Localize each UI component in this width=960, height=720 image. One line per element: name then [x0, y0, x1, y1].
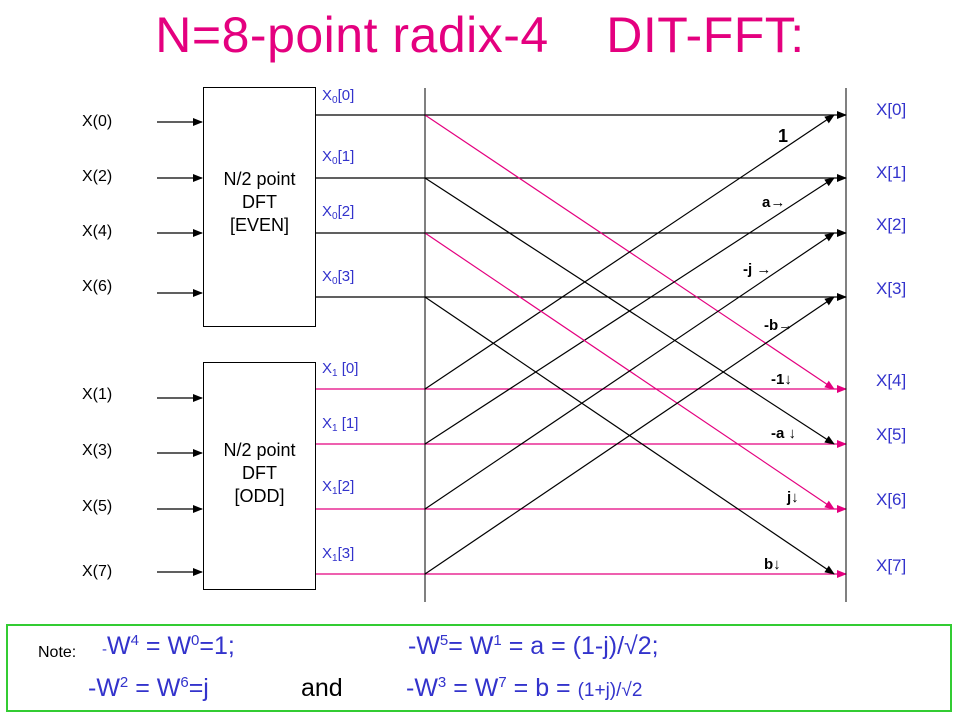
note-eq-w5: -W5= W1 = a = (1-j)/√2; — [408, 632, 659, 660]
even-dft-output-label: X0[2] — [322, 203, 355, 222]
even-dft-output-label: X0[1] — [322, 148, 355, 167]
dft-box-odd: N/2 point DFT [ODD] — [203, 362, 316, 590]
input-label: X(1) — [82, 386, 113, 403]
fft-output-label: X[5] — [876, 425, 907, 444]
box-even-line2: DFT — [242, 192, 277, 212]
twiddle-label: 1 — [778, 126, 789, 146]
twiddle-label: -b→ — [764, 317, 794, 334]
butterfly-cross-line — [424, 296, 835, 575]
fft-output-label: X[0] — [876, 100, 907, 119]
butterfly-lines — [314, 111, 847, 578]
note-eq-w3: -W3 = W7 = b = (1+j)/√2 — [406, 674, 643, 702]
odd-dft-output-label: X1 [1] — [322, 415, 359, 434]
fft-output-label: X[6] — [876, 490, 907, 509]
input-label: X(4) — [82, 223, 113, 240]
twiddle-label: a→ — [762, 194, 786, 211]
butterfly-cross-line — [424, 177, 835, 445]
odd-dft-output-label: X1[2] — [322, 478, 355, 497]
butterfly-cross-line — [424, 232, 835, 510]
input-label: X(6) — [82, 278, 113, 295]
dft-box-even: N/2 point DFT [EVEN] — [203, 87, 316, 327]
twiddle-label: -1↓ — [771, 371, 792, 388]
box-odd-line1: N/2 point — [223, 440, 296, 460]
odd-dft-output-label: X1[3] — [322, 545, 355, 564]
note-eq-w4: -W4 = W0=1; — [102, 632, 235, 660]
note-box: Note: -W4 = W0=1; -W5= W1 = a = (1-j)/√2… — [6, 624, 952, 712]
fft-output-label: X[2] — [876, 215, 907, 234]
box-even-line1: N/2 point — [223, 169, 296, 189]
input-label: X(7) — [82, 563, 113, 580]
twiddle-label: j↓ — [787, 489, 799, 506]
input-label: X(3) — [82, 442, 113, 459]
box-odd-line2: DFT — [242, 463, 277, 483]
even-dft-output-label: X0[0] — [322, 87, 355, 106]
box-odd-line3: [ODD] — [234, 486, 285, 506]
box-even-line3: [EVEN] — [229, 215, 290, 235]
input-label: X(0) — [82, 113, 113, 130]
fft-output-label: X[4] — [876, 371, 907, 390]
fft-output-label: X[1] — [876, 163, 907, 182]
page-title: N=8-point radix-4 DIT-FFT: — [155, 7, 805, 63]
note-eq-w2: -W2 = W6=j — [88, 674, 209, 702]
odd-dft-output-label: X1 [0] — [322, 360, 359, 379]
fft-output-label: X[3] — [876, 279, 907, 298]
input-arrows — [157, 118, 203, 576]
twiddle-label: -j → — [743, 261, 772, 278]
fft-output-label: X[7] — [876, 556, 907, 575]
input-label: X(2) — [82, 168, 113, 185]
note-prefix: Note: — [38, 644, 77, 661]
twiddle-label: b↓ — [764, 556, 781, 573]
input-label: X(5) — [82, 498, 113, 515]
even-dft-output-label: X0[3] — [322, 268, 355, 287]
twiddle-label: -a ↓ — [771, 425, 797, 442]
note-and: and — [301, 674, 343, 702]
